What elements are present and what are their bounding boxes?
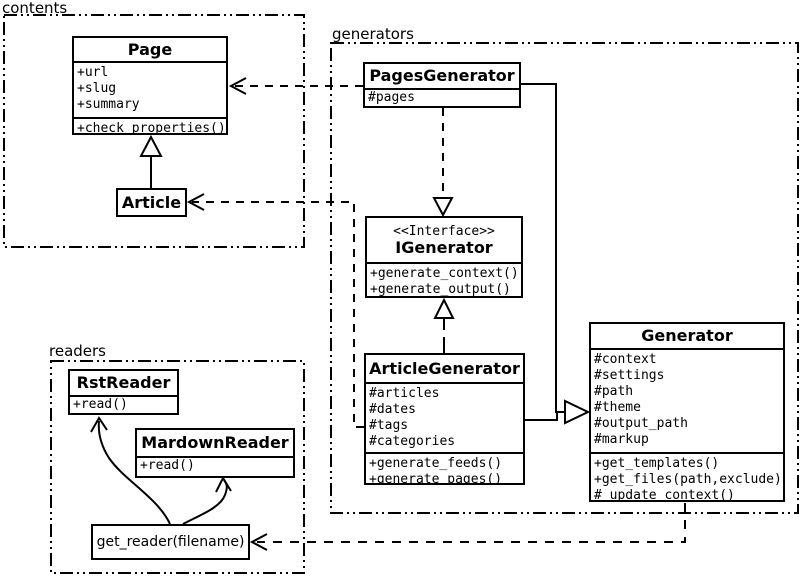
class-box-articlegenerator: ArticleGenerator #articles #dates #tags …: [364, 353, 525, 485]
attribute: #settings: [594, 368, 665, 383]
pagesgenerator-attributes: #pages: [365, 88, 519, 106]
class-title-igenerator: <<Interface>> IGenerator: [367, 218, 521, 262]
function-box-get-reader: get_reader(filename): [91, 524, 250, 560]
articlegenerator-methods: +generate_feeds() +generate_pages(): [366, 452, 523, 483]
class-title-article: Article: [121, 192, 182, 212]
dependency-articlegenerator-to-article: [192, 201, 364, 428]
association-get-reader-to-rstreader: [97, 420, 171, 525]
package-border-generators: [330, 42, 799, 514]
hollow-triangle-at-page-bottom: [139, 134, 163, 157]
package-label-generators: generators: [332, 25, 414, 43]
method: +generate_output(): [370, 282, 511, 296]
open-arrowhead-at-rstreader: [90, 416, 108, 433]
class-title-page: Page: [127, 39, 173, 59]
attribute: #articles: [369, 386, 440, 401]
open-arrowhead-at-article: [186, 193, 205, 211]
page-attributes: +url +slug +summary: [74, 61, 226, 117]
class-box-pagesgenerator: PagesGenerator #pages: [363, 62, 521, 108]
interface-stereotype: <<Interface>>: [393, 223, 495, 239]
rstreader-methods: +read(): [70, 395, 177, 413]
get-reader-label: get_reader(filename): [96, 534, 245, 550]
attribute: #dates: [369, 402, 416, 417]
open-arrowhead-at-mardownreader: [215, 475, 232, 493]
class-title-mardownreader: MardownReader: [141, 433, 289, 453]
class-box-igenerator: <<Interface>> IGenerator +generate_conte…: [365, 216, 523, 298]
generalization-pagesgenerator-to-generator: [521, 83, 564, 413]
attribute: #markup: [594, 432, 649, 447]
mardownreader-methods: +read(): [137, 456, 293, 476]
attribute: #theme: [594, 400, 641, 415]
class-box-rstreader: RstReader +read(): [68, 369, 179, 415]
method: +get_templates(): [594, 456, 720, 471]
hollow-triangle-at-igenerator-top: [432, 197, 454, 218]
package-label-contents: contents: [2, 0, 68, 17]
class-box-generator: Generator #context #settings #path #them…: [589, 322, 785, 502]
method: #_update_context(): [594, 488, 735, 500]
attribute: #pages: [368, 90, 415, 105]
class-title-articlegenerator: ArticleGenerator: [369, 358, 520, 378]
attribute: #path: [594, 384, 634, 399]
method: +read(): [140, 458, 195, 473]
generalization-articlegenerator-to-generator: [525, 412, 558, 421]
page-methods: +check_properties(): [74, 117, 226, 133]
package-label-readers: readers: [49, 342, 106, 360]
attribute: #context: [594, 352, 657, 367]
class-box-page: Page +url +slug +summary +check_properti…: [72, 36, 228, 135]
igenerator-methods: +generate_context() +generate_output(): [367, 262, 521, 296]
attribute: +summary: [77, 97, 140, 112]
attribute: +url: [77, 65, 109, 80]
generator-attributes: #context #settings #path #theme #output_…: [591, 348, 783, 452]
open-arrowhead-at-page: [228, 77, 247, 95]
class-box-mardownreader: MardownReader +read(): [135, 428, 295, 478]
class-title-pagesgenerator: PagesGenerator: [369, 66, 515, 86]
method: +generate_feeds(): [369, 456, 503, 471]
association-get-reader-to-mardownreader: [182, 479, 228, 525]
dependency-generator-to-get-reader: [257, 503, 686, 543]
package-border-contents: [3, 14, 305, 248]
hollow-triangle-at-generator-left: [564, 399, 591, 425]
generator-methods: +get_templates() +get_files(path,exclude…: [591, 452, 783, 500]
hollow-triangle-at-igenerator-bottom: [433, 297, 455, 319]
attribute: #output_path: [594, 416, 688, 431]
attribute: #tags: [369, 418, 409, 433]
package-border-readers: [50, 360, 305, 574]
class-title-generator: Generator: [641, 326, 733, 346]
open-arrowhead-at-get-reader: [249, 533, 268, 551]
method: +generate_pages(): [369, 472, 503, 483]
attribute: +slug: [77, 81, 117, 96]
attribute: #categories: [369, 434, 456, 449]
method: +get_files(path,exclude): [594, 472, 782, 487]
articlegenerator-attributes: #articles #dates #tags #categories: [366, 382, 523, 452]
class-name-igenerator: IGenerator: [395, 237, 493, 257]
method: +generate_context(): [370, 266, 519, 281]
class-box-article: Article: [116, 188, 187, 217]
method: +check_properties(): [77, 121, 226, 133]
class-title-rstreader: RstReader: [76, 373, 171, 393]
method: +read(): [73, 397, 128, 412]
